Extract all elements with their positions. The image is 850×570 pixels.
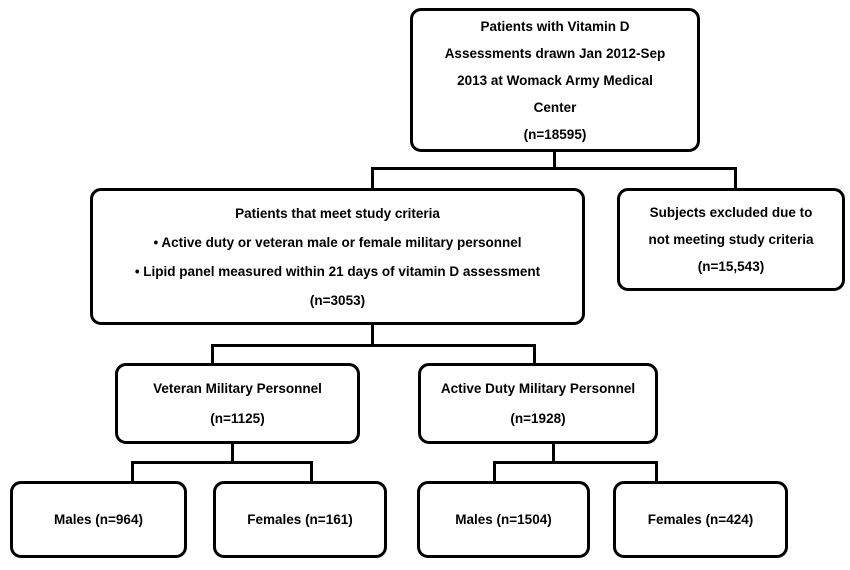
node-active-duty-personnel: Active Duty Military Personnel (n=1928) bbox=[418, 363, 658, 444]
connector-line bbox=[655, 461, 658, 483]
connector-line bbox=[231, 443, 234, 464]
node-text-line: Active Duty Military Personnel bbox=[440, 380, 636, 396]
connector-line bbox=[371, 167, 374, 190]
connector-line bbox=[371, 325, 374, 347]
node-text-line: Males (n=964) bbox=[54, 512, 143, 527]
connector-line bbox=[493, 461, 658, 464]
connector-line bbox=[734, 167, 737, 190]
node-text-line: Patients that meet study criteria bbox=[235, 205, 440, 221]
connector-line bbox=[211, 344, 536, 347]
node-bullet-line: • Lipid panel measured within 21 days of… bbox=[134, 263, 541, 279]
node-excluded-subjects: Subjects excluded due to not meeting stu… bbox=[617, 188, 845, 291]
connector-line bbox=[371, 167, 737, 170]
connector-line bbox=[211, 344, 214, 365]
node-active-females: Females (n=424) bbox=[613, 481, 788, 558]
node-text-line: not meeting study criteria bbox=[648, 232, 814, 247]
node-count-line: (n=1928) bbox=[510, 410, 566, 426]
node-text-line: Patients with Vitamin D bbox=[480, 18, 630, 34]
node-veteran-personnel: Veteran Military Personnel (n=1125) bbox=[115, 363, 360, 444]
connector-line bbox=[552, 443, 555, 464]
node-source-population: Patients with Vitamin D Assessments draw… bbox=[410, 8, 700, 152]
node-count-line: (n=18595) bbox=[523, 126, 587, 142]
node-text-line: Females (n=424) bbox=[647, 512, 754, 527]
connector-line bbox=[131, 461, 134, 483]
node-count-line: (n=3053) bbox=[309, 292, 366, 308]
node-text-line: 2013 at Womack Army Medical bbox=[457, 72, 653, 88]
node-text-line: Assessments drawn Jan 2012-Sep bbox=[444, 45, 666, 61]
connector-line bbox=[493, 461, 496, 483]
node-veteran-females: Females (n=161) bbox=[213, 481, 387, 558]
connector-line bbox=[131, 461, 313, 464]
node-bullet-line: • Active duty or veteran male or female … bbox=[153, 234, 522, 250]
connector-line bbox=[553, 149, 556, 170]
node-eligible-patients: Patients that meet study criteria • Acti… bbox=[90, 188, 585, 325]
node-text-line: Veteran Military Personnel bbox=[153, 380, 322, 396]
node-text-line: Females (n=161) bbox=[247, 512, 353, 527]
node-text-line: Center bbox=[533, 99, 577, 115]
node-veteran-males: Males (n=964) bbox=[10, 481, 187, 558]
node-count-line: (n=15,543) bbox=[697, 259, 765, 274]
node-active-males: Males (n=1504) bbox=[417, 481, 590, 558]
node-count-line: (n=1125) bbox=[210, 410, 265, 426]
node-text-line: Males (n=1504) bbox=[455, 512, 552, 527]
connector-line bbox=[533, 344, 536, 365]
node-text-line: Subjects excluded due to bbox=[649, 205, 813, 220]
connector-line bbox=[310, 461, 313, 483]
